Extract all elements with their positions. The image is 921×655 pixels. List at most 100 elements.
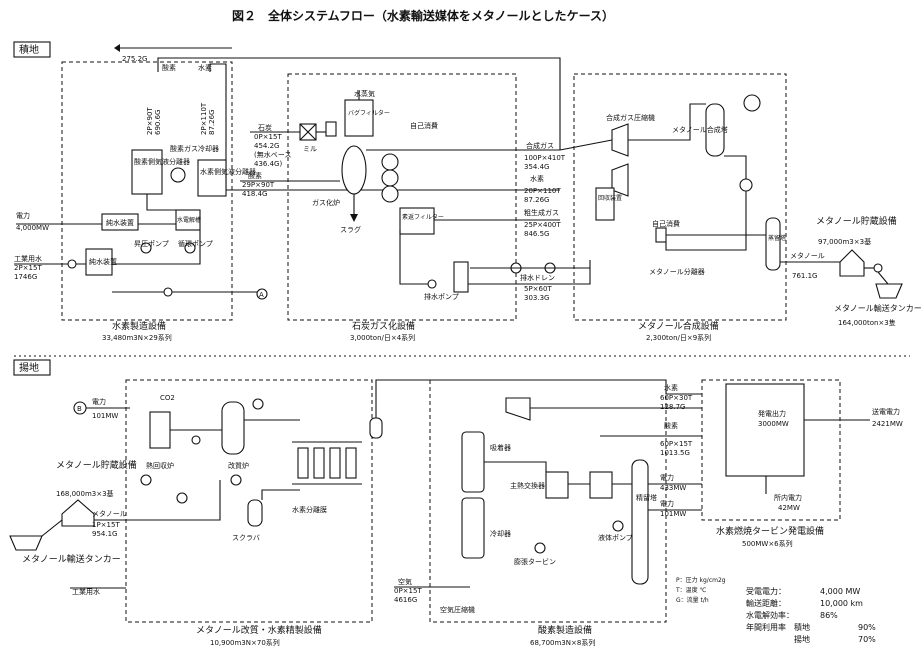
expander-icon [534, 542, 546, 554]
h2-f: 87.26G [208, 110, 216, 135]
expander-label: 膨張タービン [514, 557, 556, 566]
own-use-label: 所内電力 [774, 493, 802, 502]
water-pump-icon [67, 259, 77, 269]
h2-label-b: 水素 [664, 383, 678, 392]
summary-value-4: 70% [858, 635, 876, 644]
heatx-label: 熱回収炉 [146, 461, 174, 470]
syn-compressor [611, 123, 629, 157]
water-plant-boundary [61, 61, 233, 321]
hx-2 [381, 169, 399, 187]
coal-base: (無水ベース [254, 150, 291, 159]
refine-label: メタノール改質・水素精製設備 [196, 624, 322, 636]
o2-f: 690.6G [154, 110, 162, 135]
oxy-feed-p: 29P×90T [242, 181, 275, 189]
coal-p: 0P×15T [254, 133, 282, 141]
tanker-feed-line [877, 271, 889, 285]
membrane-1 [297, 447, 309, 479]
pure-label-2: 純水装置 [89, 257, 117, 266]
o2plant-sub: 68,700m3N×8系列 [530, 638, 595, 647]
gasifier [341, 145, 367, 195]
h2-p-b: 60P×30T [660, 394, 693, 402]
drain-vessel [453, 261, 469, 293]
drain-p: 5P×60T [524, 285, 552, 293]
meoh-vessel [743, 94, 761, 112]
reformer-hx2-icon [230, 474, 242, 486]
electrolyzer-label: 水電解槽 [177, 216, 201, 224]
h2-main-line [209, 63, 560, 191]
meoh-plant-label: メタノール合成設備 [638, 320, 719, 332]
comp-to-reactor [628, 103, 706, 141]
dist-label: 蒸留塔 [768, 234, 786, 242]
connector-a-top [256, 288, 268, 300]
power-in-val: 4,000MW [16, 224, 49, 232]
booster-pump-icon [140, 242, 152, 254]
power2-val: 433MW [660, 484, 686, 492]
gen-out-label: 発電出力 [758, 409, 786, 418]
drain-label: 排水ドレン [520, 273, 555, 282]
h2-flow: 2P×110T [200, 102, 208, 135]
meoh-reactor-label: メタノール合成塔 [672, 125, 728, 134]
pure-unit-2 [85, 248, 113, 276]
o2-flow: 2P×90T [146, 107, 154, 135]
pure-water-unit [101, 213, 139, 231]
gas-plant-sub: 3,000ton/日×4系列 [350, 333, 415, 342]
site-bottom-label: 揚地 [19, 361, 39, 374]
power3-val: 101MW [660, 510, 686, 518]
air-label: 空気 [398, 577, 412, 586]
coldbox-label: 冷却器 [490, 529, 511, 538]
power2-label: 電力 [660, 473, 674, 482]
o2plant-label: 酸素製造設備 [538, 624, 592, 636]
summary-label-2: 水電解効率： [746, 610, 794, 620]
meoh-f-b: 954.1G [92, 530, 117, 538]
summary-label-4: 揚地 [746, 634, 810, 644]
summary-value-2: 86% [820, 611, 838, 620]
recovery-unit [595, 187, 615, 221]
meoh-reactor [705, 103, 725, 157]
drain-pump-icon [427, 279, 437, 289]
coal-hopper [325, 121, 337, 137]
distillation-tower [765, 217, 781, 271]
oxy-label-b: 酸素 [664, 421, 678, 430]
storage-sub-bottom: 168,000m3×3基 [56, 489, 114, 498]
reformer-pump-icon [191, 435, 201, 445]
storage-label-top: メタノール貯蔵設備 [816, 215, 897, 227]
reformer [221, 401, 245, 455]
circ-pump-icon [184, 242, 196, 254]
bag-filter-label: バグフィルター [348, 109, 390, 117]
main-hx-2 [589, 471, 613, 499]
out-275: 275.2G [122, 55, 147, 63]
h2-separator [197, 159, 227, 197]
scrubber-out [261, 489, 300, 500]
meoh-label-b: メタノール [92, 509, 127, 518]
water-in-label: 工業用水 [14, 254, 42, 263]
o2-to-electro [146, 194, 176, 211]
mill-label: ミル [303, 145, 317, 153]
h2-in-label: 水素 [530, 174, 544, 183]
syngas-to-comp [559, 139, 613, 151]
meoh-plant-sub: 2,300ton/日×9系列 [646, 333, 711, 342]
storage-sub-top: 97,000m3×3基 [818, 237, 871, 246]
hx-to-sep [665, 191, 747, 251]
meoh-out-f: 761.1G [792, 272, 817, 280]
site-bottom-box [13, 359, 51, 376]
refine-sub: 10,900m3N×70系列 [210, 638, 280, 647]
slag-label: スラグ [340, 225, 361, 234]
hydrogen-label: 水素 [198, 63, 212, 72]
gas-f: 354.4G [524, 163, 549, 171]
drain-f: 303.3G [524, 294, 549, 302]
reactor-to-hx [724, 155, 747, 179]
h2-f-b: 128.7G [660, 403, 685, 411]
syn-comp-label: 合成ガス圧縮機 [606, 113, 655, 122]
summary-table: 受電電力： 4,000 MW 輸送距離： 10,000 km 水電解効率： 86… [746, 586, 876, 644]
water-in-p: 2P×15T [14, 264, 42, 272]
electrolyzer [175, 209, 201, 231]
membrane-label: 水素分離膜 [292, 505, 327, 514]
reformer-hx-icon [252, 398, 264, 410]
summary-value-0: 4,000 MW [820, 587, 860, 596]
air-p: 0P×15T [394, 587, 422, 595]
liquid-pump-label: 液体ポンプ [598, 533, 633, 542]
vent-arrow-icon [114, 44, 120, 52]
booster-label: 昇圧ポンプ [134, 240, 169, 248]
